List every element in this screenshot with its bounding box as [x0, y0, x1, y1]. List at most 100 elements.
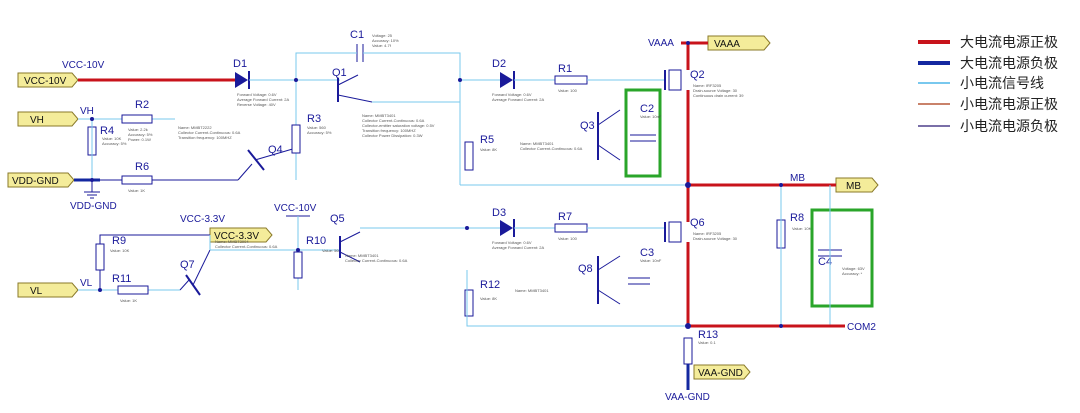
ref-r9: R9	[112, 235, 126, 247]
r5-body	[464, 141, 474, 171]
r12-body	[464, 289, 474, 317]
wire-r12	[466, 270, 688, 327]
d2-body	[500, 72, 513, 88]
port-vaaa: VAAA VAAA	[648, 35, 771, 51]
resistor-r11: R11 Value: 1K	[112, 273, 149, 303]
ref-c1: C1	[350, 29, 364, 41]
legend-label-small-signal: 小电流信号线	[960, 75, 1044, 91]
q6-notes-2: Drain-source Voltage: 30	[693, 236, 738, 241]
r4-notes: Value: 10K	[102, 136, 122, 141]
legend-label-small-positive: 小电流电源正极	[960, 96, 1058, 112]
c1-notes-3: Value: 4.7f	[372, 43, 392, 48]
resistor-r1: R1 Value: 100	[554, 63, 588, 93]
r12-notes: Value: 8K	[480, 296, 497, 301]
net-label-vaagnd: VAA-GND	[665, 392, 710, 403]
d3-notes: Forward Voltage: 0.6V	[492, 240, 532, 245]
net-label-mb: MB	[790, 173, 805, 184]
q1-emitter	[337, 94, 373, 103]
junction-dot	[458, 78, 462, 82]
r10-body	[293, 251, 303, 279]
r9-body	[95, 243, 105, 271]
c3-notes: Value: 10nF	[640, 258, 662, 263]
resistor-r5: R5 Value: 8K	[464, 134, 497, 171]
r11-body	[117, 285, 149, 295]
ref-d1: D1	[233, 58, 247, 70]
capacitor-c3: C3 Value: 10nF	[628, 247, 662, 285]
port-vaagnd: VAA-GND VAA-GND	[665, 364, 751, 403]
q1-notes-3: Collector-emitter saturation voltage: 0.…	[362, 123, 435, 128]
legend: 大电流电源正极 大电流电源负极 小电流信号线 小电流电源正极 小电流电源负极	[918, 34, 1058, 134]
port-shape-vcc10v	[17, 72, 79, 88]
r2-notes-3: Power: 0.1W	[128, 137, 151, 142]
net-label-vcc33: VCC-3.3V	[180, 214, 225, 225]
ref-c2: C2	[640, 103, 654, 115]
q6-channel	[668, 221, 682, 243]
r5-notes: Value: 8K	[480, 147, 497, 152]
transistor-q3: Q3 Name: MMBT3401 Collector Current-Cont…	[520, 109, 621, 161]
net-label-vaaa: VAAA	[648, 38, 674, 49]
ref-r11: R11	[112, 273, 131, 285]
c4-notes-2: Accuracy: *	[842, 271, 863, 276]
r2-notes: Value: 2.2k	[128, 127, 148, 132]
d2-notes: Forward Voltage: 0.6V	[492, 92, 532, 97]
r13-notes: Value: 0.1	[698, 340, 716, 345]
capacitor-c4: C4 Voltage: 63V Accuracy: *	[810, 208, 874, 308]
r13-body	[683, 337, 693, 365]
port-label-vaaa: VAAA	[714, 39, 740, 50]
resistor-r4: R4 Value: 10K Accuracy: 5%	[87, 125, 127, 156]
r3-body	[291, 124, 301, 154]
junction-dot	[294, 78, 298, 82]
wire-vcc33	[99, 234, 210, 290]
q2-notes-3: Continuous drain current: 39	[693, 93, 744, 98]
transistor-q7: Q7 Name: MMBT3904 Collector Current-Cont…	[179, 239, 278, 296]
q1-notes-4: Transition frequency: 100MHZ	[362, 128, 416, 133]
r4-notes-2: Accuracy: 5%	[102, 141, 127, 146]
ref-r2: R2	[135, 99, 149, 111]
junction-dot	[779, 324, 783, 328]
ref-c4: C4	[818, 256, 832, 268]
diode-d1: D1 Forward Voltage: 0.6V Average Forward…	[233, 58, 290, 107]
r7-body	[554, 223, 588, 233]
net-label-vl: VL	[80, 278, 93, 289]
r1-body	[554, 75, 588, 85]
capacitor-c2: C2 Value: 10nF	[624, 88, 662, 178]
ref-q2: Q2	[690, 69, 705, 81]
ref-r10: R10	[306, 235, 326, 247]
resistor-r7: R7 Value: 100	[554, 211, 588, 241]
junctions	[90, 41, 783, 329]
ref-r13: R13	[698, 329, 718, 341]
net-vcc10v-lower: VCC-10V	[274, 203, 317, 217]
d2-notes-2: Average Forward Current: 2A	[492, 97, 545, 102]
net-label-vddgnd: VDD-GND	[70, 201, 117, 212]
transistor-q5: Q5 Name: MMBT3401 Collector Current-Cont…	[330, 213, 408, 263]
port-vl: VL VL	[17, 278, 93, 298]
q8-notes: Name: MMBT3401	[515, 288, 549, 293]
ref-c3: C3	[640, 247, 654, 259]
wire-c1	[295, 52, 357, 180]
legend-label-large-positive: 大电流电源正极	[960, 34, 1058, 50]
d1-notes: Forward Voltage: 0.6V	[237, 92, 277, 97]
q4-notes-3: Transition frequency: 100MHZ	[178, 135, 232, 140]
port-shape-vh	[17, 111, 79, 127]
port-vh: VH VH	[17, 106, 94, 127]
ref-r1: R1	[558, 63, 572, 75]
ref-r8: R8	[790, 212, 804, 224]
resistor-r8: R8 Value: 10K	[776, 212, 812, 249]
junction-dot	[465, 226, 469, 230]
junction-dot	[98, 288, 102, 292]
q7-notes-2: Collector Current-Continuous: 0.6A	[215, 244, 278, 249]
junction-dot	[296, 248, 300, 252]
port-label-vcc10v: VCC-10V	[24, 76, 67, 87]
diode-d3: D3 Forward Voltage: 0.6V Average Forward…	[492, 207, 545, 250]
resistor-r10: R10 Value: 560	[293, 235, 342, 279]
r10-notes: Value: 560	[322, 248, 342, 253]
r8-notes: Value: 10K	[792, 226, 812, 231]
q2-notes: Name: IRF3205	[693, 83, 722, 88]
port-shape-vaagnd	[693, 364, 751, 380]
net-label-vcc10v: VCC-10V	[62, 60, 105, 71]
ref-q3: Q3	[580, 120, 595, 132]
d3-body	[500, 220, 513, 236]
port-label-vddgnd: VDD-GND	[12, 176, 59, 187]
resistor-r6: R6 Value: 1K	[121, 161, 153, 193]
